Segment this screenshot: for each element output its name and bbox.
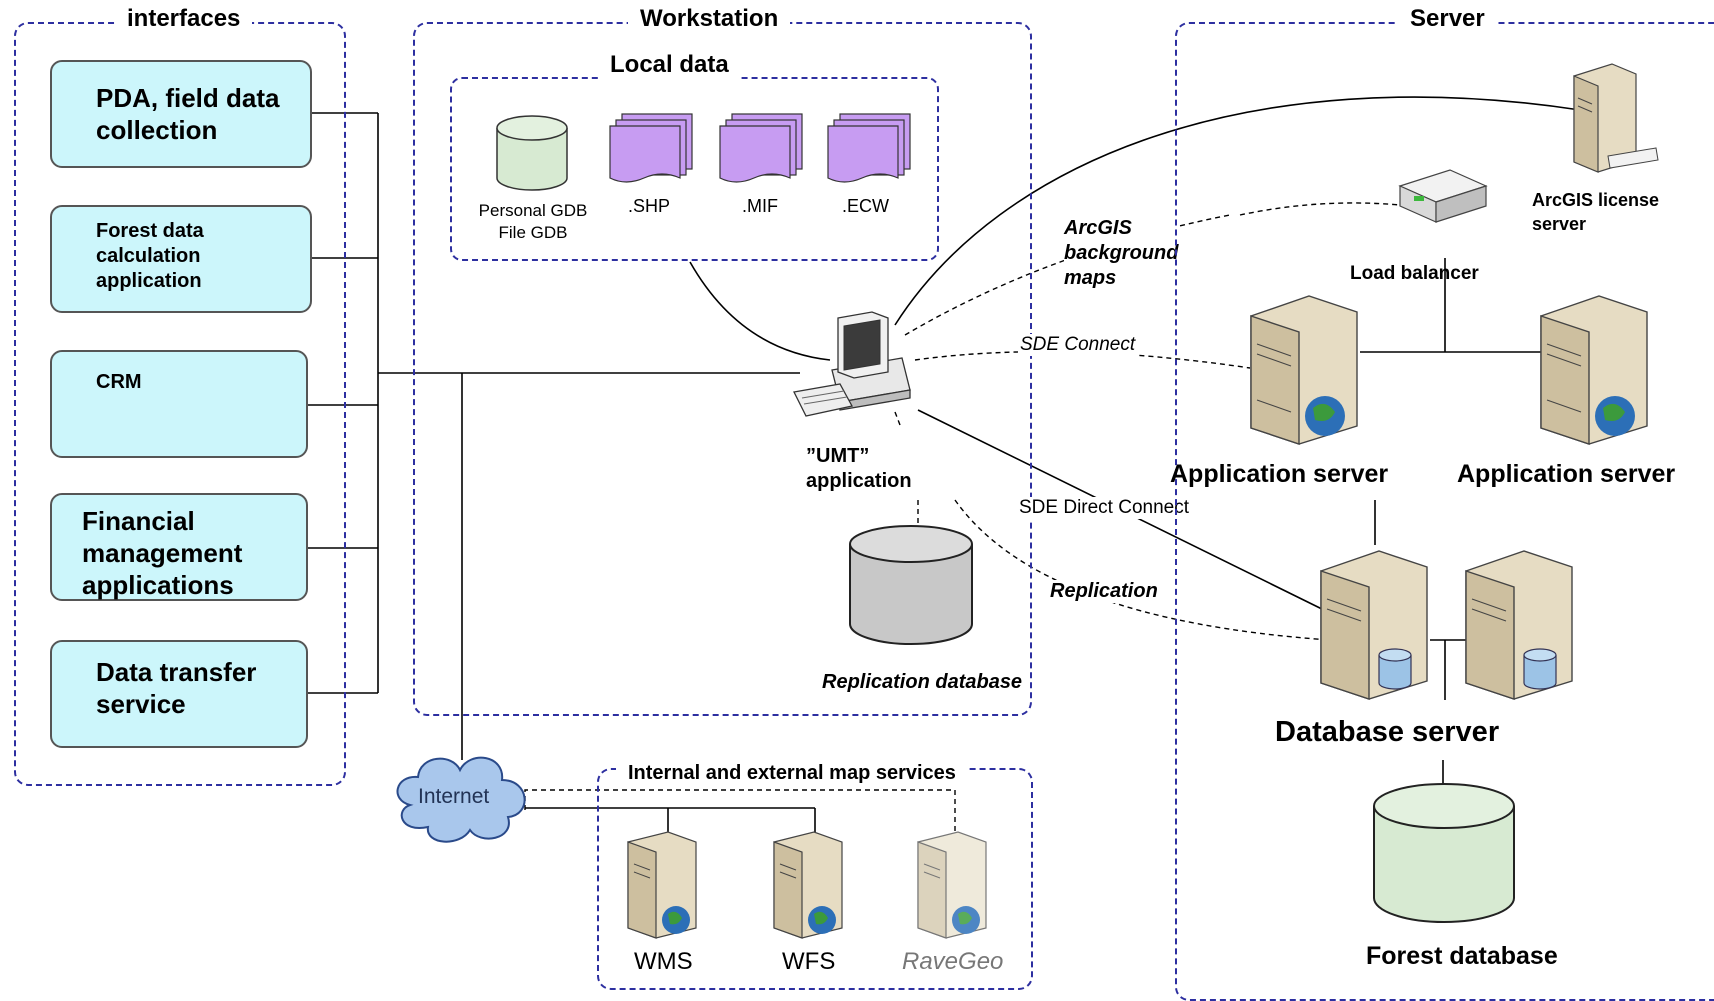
license-line: ArcGIS license <box>1532 190 1660 210</box>
mif-label: .MIF <box>742 196 778 216</box>
gdb-database-icon <box>496 115 568 191</box>
interface-label-line: CRM <box>96 371 142 393</box>
workstation-title: Workstation <box>628 4 791 34</box>
map-services-title: Internal and external map services <box>616 758 968 788</box>
database-server-label: Database server <box>1275 716 1500 748</box>
interface-label-line: applications <box>82 570 234 600</box>
interface-label-line: calculation <box>96 245 201 267</box>
arcgis-background-maps-label: ArcGIS background maps <box>1064 216 1179 291</box>
interface-pda: PDA, field data collection <box>50 60 312 168</box>
workstation-computer-icon <box>793 311 911 417</box>
internet-label: Internet <box>418 785 490 808</box>
interface-label-line: management <box>82 538 243 568</box>
sde-connect-label: SDE Connect <box>1018 334 1138 356</box>
server-title: Server <box>1398 4 1497 34</box>
shp-label: .SHP <box>628 196 671 216</box>
application-server-2-icon <box>1540 295 1648 445</box>
umt-label-line: application <box>806 470 912 492</box>
ravegeo-label: RaveGeo <box>902 948 1004 975</box>
internet-cloud-icon <box>396 756 526 843</box>
arcgis-maps-line: ArcGIS <box>1064 217 1132 239</box>
wms-label: WMS <box>634 948 693 975</box>
database-server-2-icon <box>1465 550 1573 700</box>
sde-direct-connect-label: SDE Direct Connect <box>1017 497 1192 519</box>
interface-label-line: Financial <box>82 506 195 536</box>
interface-label-line: Data transfer <box>96 657 257 687</box>
license-line: server <box>1532 214 1587 234</box>
application-server-1-icon <box>1250 295 1358 445</box>
load-balancer-label: Load balancer <box>1350 263 1479 284</box>
wfs-server-icon <box>773 831 843 939</box>
wfs-label: WFS <box>782 948 836 975</box>
load-balancer-icon <box>1398 169 1488 223</box>
replication-label: Replication <box>1048 580 1160 603</box>
license-server-icon <box>1573 63 1659 173</box>
umt-label-line: ”UMT” <box>806 445 870 467</box>
interface-label-line: collection <box>96 115 218 145</box>
interface-data-transfer: Data transfer service <box>50 640 308 748</box>
forest-database-icon <box>1373 783 1515 923</box>
application-server-2-label: Application server <box>1457 460 1676 488</box>
gdb-label-line: Personal GDB <box>478 201 588 220</box>
gdb-label-line: File GDB <box>498 223 568 242</box>
replication-database-label: Replication database <box>822 671 1023 693</box>
interface-label-line: service <box>96 689 186 719</box>
forest-database-label: Forest database <box>1366 942 1558 970</box>
database-server-1-icon <box>1320 550 1428 700</box>
gdb-label: Personal GDB File GDB <box>463 200 603 244</box>
shp-file-icon <box>609 113 693 183</box>
wms-server-icon <box>627 831 697 939</box>
replication-database-icon <box>849 525 973 645</box>
ecw-label: .ECW <box>842 196 889 216</box>
interface-forest-calc: Forest data calculation application <box>50 205 312 313</box>
interfaces-title: interfaces <box>115 4 253 34</box>
license-server-label: ArcGIS license server <box>1532 188 1659 236</box>
interface-label-line: PDA, field data <box>96 83 280 113</box>
umt-application-label: ”UMT” application <box>806 444 912 494</box>
interface-crm: CRM <box>50 350 308 458</box>
mif-file-icon <box>719 113 803 183</box>
interface-financial: Financial management applications <box>50 493 308 601</box>
ecw-file-icon <box>827 113 911 183</box>
interface-label-line: Forest data <box>96 220 204 242</box>
application-server-1-label: Application server <box>1170 460 1389 488</box>
arcgis-maps-line: background <box>1064 242 1179 264</box>
local-data-title: Local data <box>598 50 741 80</box>
arcgis-maps-line: maps <box>1064 267 1117 289</box>
ravegeo-server-icon <box>917 831 987 939</box>
interface-label-line: application <box>96 270 202 292</box>
